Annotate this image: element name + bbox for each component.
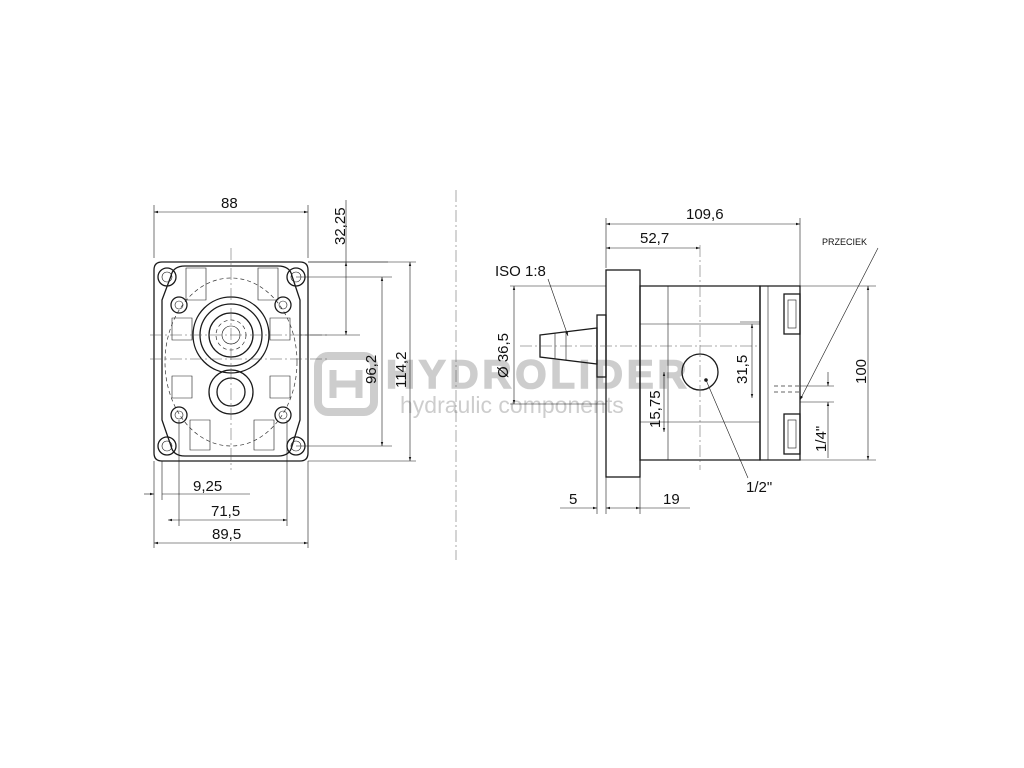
label-taper: ISO 1:8 xyxy=(495,263,546,280)
front-dimensions: 88 32,25 96,2 114,2 9,25 71,5 89,5 xyxy=(144,195,416,548)
dim-port-offset-v: 31,5 xyxy=(734,355,751,384)
corner-bolt-holes xyxy=(157,267,306,456)
dim-width-bottom: 89,5 xyxy=(212,526,241,543)
dim-shaft-diameter: Ø 36,5 xyxy=(495,333,512,378)
front-flange-outline xyxy=(153,261,309,462)
dim-height-total: 114,2 xyxy=(393,352,410,388)
side-view xyxy=(520,245,801,478)
dim-offset-top: 32,25 xyxy=(332,207,349,245)
inner-bolt-holes xyxy=(170,296,292,424)
dim-width-top: 88 xyxy=(221,195,238,212)
front-rib-pattern xyxy=(171,267,291,451)
dim-height-total-side: 100 xyxy=(853,359,870,384)
dim-drain-size: 1/4" xyxy=(813,426,830,452)
label-drain: PRZECIEK xyxy=(822,237,867,247)
watermark-brand: HYDROLIDER xyxy=(386,353,690,397)
front-body-profile xyxy=(161,265,301,457)
dim-port-offset-low: 15,75 xyxy=(647,390,664,428)
watermark-logo-icon xyxy=(314,352,378,416)
watermark: HYDROLIDER hydraulic components xyxy=(314,352,690,418)
side-rear-cover xyxy=(759,285,801,461)
dim-port-size: 1/2" xyxy=(746,479,772,496)
watermark-tagline: hydraulic components xyxy=(400,392,624,418)
dim-length-port: 52,7 xyxy=(640,230,669,247)
front-view xyxy=(150,248,330,470)
dim-width-bolt: 71,5 xyxy=(211,503,240,520)
front-hidden-outline xyxy=(164,277,298,447)
dim-length-total: 109,6 xyxy=(686,206,724,223)
dim-spigot-length: 19 xyxy=(663,491,680,508)
dim-offset-bottom: 9,25 xyxy=(193,478,222,495)
dim-flange-thickness: 5 xyxy=(569,491,577,508)
drain-bosses xyxy=(774,293,801,455)
side-shaft xyxy=(539,327,598,365)
side-dimensions: 109,6 52,7 ISO 1:8 Ø 36,5 31,5 15,75 100… xyxy=(495,206,879,514)
dim-height-inner: 96,2 xyxy=(363,355,380,384)
